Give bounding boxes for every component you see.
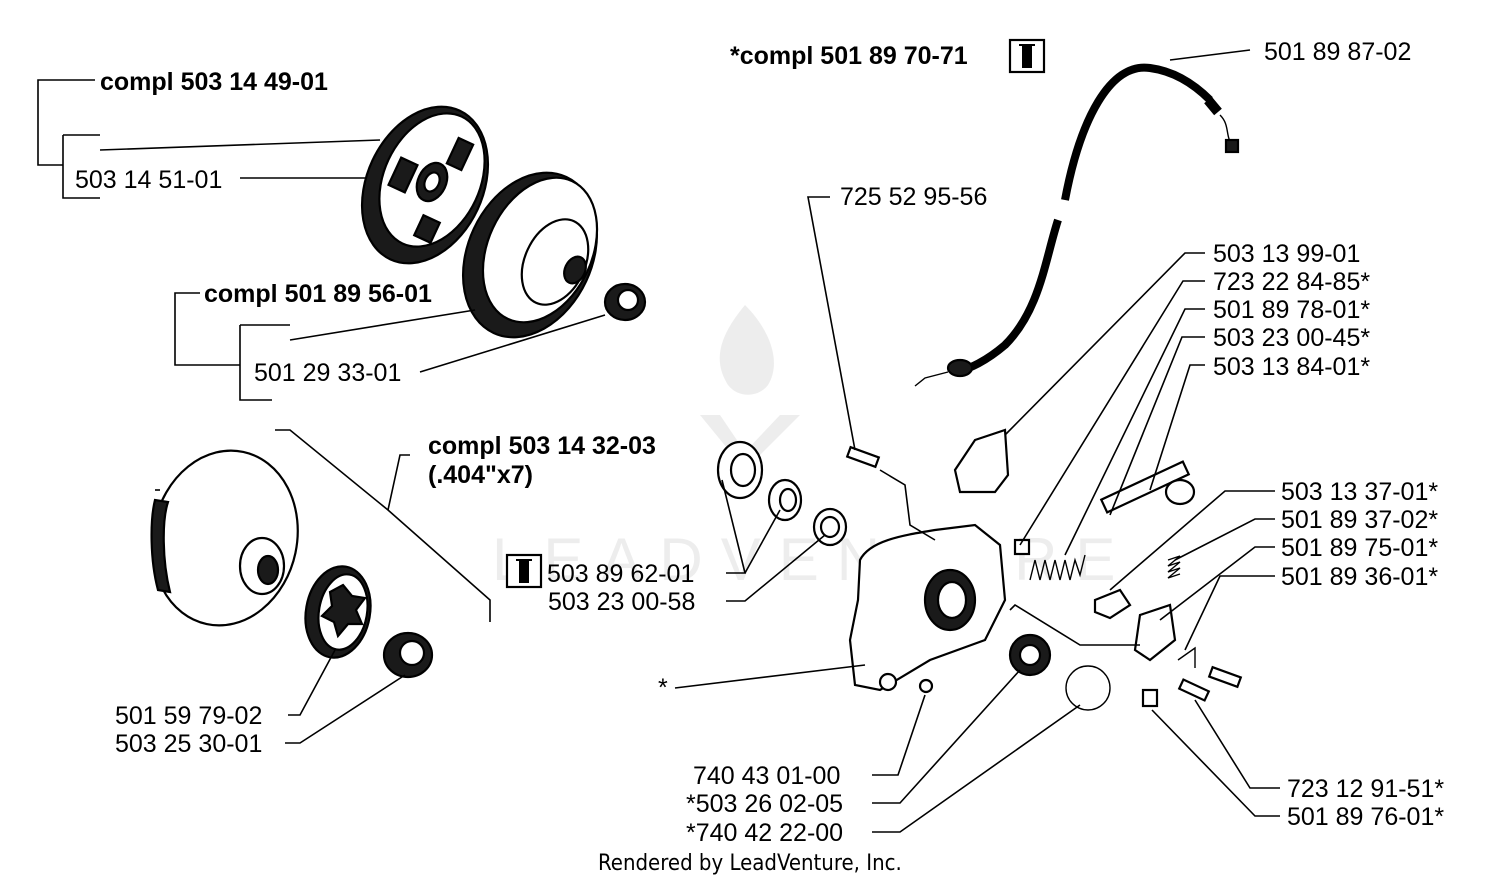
clutch-drum (461, 171, 647, 339)
oil-hose (914, 63, 1240, 387)
label-tool-ref: 503 89 62-01 (547, 560, 694, 588)
label-503-26-02-05: *503 26 02-05 (686, 790, 843, 818)
label-drum-bearing: 501 29 33-01 (254, 359, 401, 387)
label-501-89-76-01: 501 89 76-01* (1287, 803, 1444, 831)
label-503-23-00-45: 503 23 00-45* (1213, 324, 1370, 352)
label-washer-ref: 503 23 00-58 (548, 588, 695, 616)
label-rim-sprocket: 501 59 79-02 (115, 702, 262, 730)
clutch-assembly (360, 105, 490, 265)
label-501-89-36-01: 501 89 36-01* (1281, 563, 1438, 591)
label-503-13-99-01: 503 13 99-01 (1213, 240, 1360, 268)
label-rim-spec: (.404"x7) (428, 461, 533, 489)
label-723-12-91-51: 723 12 91-51* (1287, 775, 1444, 803)
label-740-42-22-00: *740 42 22-00 (686, 819, 843, 847)
label-503-13-84-01: 503 13 84-01* (1213, 353, 1370, 381)
footer-credit: Rendered by LeadVenture, Inc. (598, 851, 902, 876)
label-501-89-75-01: 501 89 75-01* (1281, 534, 1438, 562)
tool-icon-oil-pump (1008, 38, 1046, 74)
label-compl-rim: compl 503 14 32-03 (428, 432, 656, 460)
oil-pump (845, 428, 1243, 711)
watermark-text: LEADVENTURE (492, 526, 1133, 593)
label-501-89-78-01: 501 89 78-01* (1213, 296, 1370, 324)
watermark: LEADVENTURE (492, 305, 1133, 593)
labels: compl 503 14 49-01 503 14 51-01 compl 50… (75, 38, 1444, 876)
label-740-43-01-00: 740 43 01-00 (693, 762, 840, 790)
label-503-13-37-01: 503 13 37-01* (1281, 478, 1438, 506)
label-compl-clutch: compl 503 14 49-01 (100, 68, 328, 96)
label-screw-top: 725 52 95-56 (840, 183, 987, 211)
label-asterisk: * (658, 674, 668, 702)
label-clutch-shoe: 503 14 51-01 (75, 166, 222, 194)
label-oil-hose: 501 89 87-02 (1264, 38, 1411, 66)
label-501-89-37-02: 501 89 37-02* (1281, 506, 1438, 534)
tool-icon-rim (505, 553, 543, 589)
label-723-22-84-85: 723 22 84-85* (1213, 268, 1370, 296)
washer-set (716, 440, 848, 547)
label-needle-bearing: 503 25 30-01 (115, 730, 262, 758)
leader-lines (37, 49, 1280, 833)
label-compl-drum: compl 501 89 56-01 (204, 280, 432, 308)
rim-sprocket-drum (150, 449, 434, 679)
label-compl-oil-pump: *compl 501 89 70-71 (730, 42, 968, 70)
